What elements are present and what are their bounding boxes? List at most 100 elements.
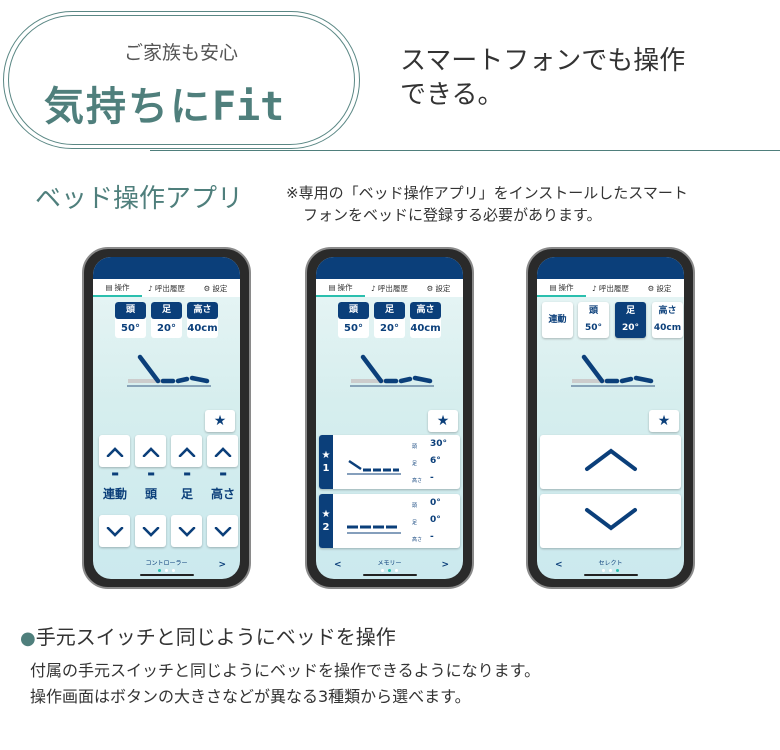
chevron-down-icon — [214, 522, 232, 541]
logo-frame — [3, 11, 360, 149]
up-button[interactable] — [135, 435, 166, 467]
down-button[interactable] — [171, 515, 202, 547]
page-label: メモリー — [377, 560, 402, 567]
gear-icon: ⚙ — [203, 283, 211, 293]
next-page-button[interactable]: > — [441, 560, 449, 570]
home-indicator — [139, 574, 194, 576]
tab-bar: ▤操作 ♪呼出履歴 ⚙設定 — [537, 279, 684, 297]
height-icon: ▬ — [219, 469, 227, 478]
up-button[interactable] — [99, 435, 130, 467]
tab-call-history[interactable]: ♪呼出履歴 — [148, 283, 185, 293]
big-up-button[interactable] — [540, 435, 681, 489]
remote-icon: ▤ — [549, 282, 557, 292]
control-label: 足 — [180, 487, 193, 501]
bed-illustration — [571, 354, 655, 387]
big-down-button[interactable] — [540, 494, 681, 548]
feature-description: 付属の手元スイッチと同じようにベッドを操作できるようになります。操作画面はボタン… — [30, 661, 541, 706]
prev-page-button[interactable]: < — [555, 560, 563, 570]
divider — [150, 150, 780, 151]
headline: スマートフォンでも操作できる。 — [400, 46, 686, 110]
down-button[interactable] — [135, 515, 166, 547]
bed-illustration — [350, 354, 434, 387]
chevron-up-icon — [142, 442, 160, 461]
chevron-up-icon — [106, 442, 124, 461]
note: ※専用の「ベッド操作アプリ」をインストールしたスマートフォンをベッドに登録する必… — [286, 184, 688, 224]
home-indicator — [583, 574, 638, 576]
page-dots — [537, 569, 684, 572]
app-header — [537, 257, 684, 279]
page-label: コントローラー — [145, 560, 188, 567]
music-note-icon: ♪ — [371, 283, 376, 293]
home-indicator — [362, 574, 417, 576]
bed-illustration — [127, 354, 211, 387]
prev-page-button[interactable]: < — [334, 560, 342, 570]
control-label: 連動 — [102, 487, 127, 501]
page-label: セレクト — [598, 560, 623, 567]
control-label: 頭 — [144, 487, 157, 501]
up-button[interactable] — [207, 435, 238, 467]
chevron-down-icon — [178, 522, 196, 541]
tab-settings[interactable]: ⚙設定 — [647, 283, 672, 293]
tagline: ご家族も安心 — [123, 42, 238, 64]
chevron-down-icon — [142, 522, 160, 541]
feature-title: ●手元スイッチと同じようにベッドを操作 — [20, 625, 396, 649]
remote-icon: ▤ — [105, 282, 113, 292]
down-button[interactable] — [99, 515, 130, 547]
music-note-icon: ♪ — [592, 283, 597, 293]
memory-badge: ★2 — [319, 494, 333, 548]
gear-icon: ⚙ — [647, 283, 655, 293]
chevron-up-icon — [214, 442, 232, 461]
chevron-down-icon — [584, 507, 638, 535]
remote-icon: ▤ — [328, 282, 336, 292]
memory-bed-illustration — [347, 459, 401, 475]
app-header — [93, 257, 240, 279]
tab-bar: ▤操作 ♪呼出履歴 ⚙設定 — [316, 279, 463, 297]
bullet-icon: ● — [20, 628, 36, 649]
tab-operate[interactable]: ▤操作 — [316, 279, 365, 297]
next-page-button[interactable]: > — [218, 560, 226, 570]
down-button[interactable] — [207, 515, 238, 547]
chevron-up-icon — [584, 448, 638, 476]
linked-icon: ▬ — [111, 469, 119, 478]
tab-call-history[interactable]: ♪呼出履歴 — [371, 283, 408, 293]
head-icon: ▬ — [147, 469, 155, 478]
favorite-star-button[interactable]: ★ — [205, 410, 235, 432]
memory-bed-illustration — [347, 525, 401, 534]
memory-badge: ★1 — [319, 435, 333, 489]
section-title: ベッド操作アプリ — [35, 184, 244, 214]
up-button[interactable] — [171, 435, 202, 467]
favorite-star-button[interactable]: ★ — [428, 410, 458, 432]
tab-settings[interactable]: ⚙設定 — [203, 283, 228, 293]
chevron-up-icon — [178, 442, 196, 461]
tab-operate[interactable]: ▤操作 — [537, 279, 586, 297]
tab-call-history[interactable]: ♪呼出履歴 — [592, 283, 629, 293]
foot-icon: ▬ — [183, 469, 191, 478]
page-dots — [93, 569, 240, 572]
tab-operate[interactable]: ▤操作 — [93, 279, 142, 297]
music-note-icon: ♪ — [148, 283, 153, 293]
favorite-star-button[interactable]: ★ — [649, 410, 679, 432]
tab-bar: ▤操作 ♪呼出履歴 ⚙設定 — [93, 279, 240, 297]
chevron-down-icon — [106, 522, 124, 541]
logo-frame-inner — [8, 15, 355, 145]
logo: 気持ちにFit — [44, 84, 285, 130]
select-linked-button[interactable]: 連動 — [542, 302, 573, 338]
control-label: 高さ — [210, 487, 235, 501]
page-dots — [316, 569, 463, 572]
tab-settings[interactable]: ⚙設定 — [426, 283, 451, 293]
gear-icon: ⚙ — [426, 283, 434, 293]
